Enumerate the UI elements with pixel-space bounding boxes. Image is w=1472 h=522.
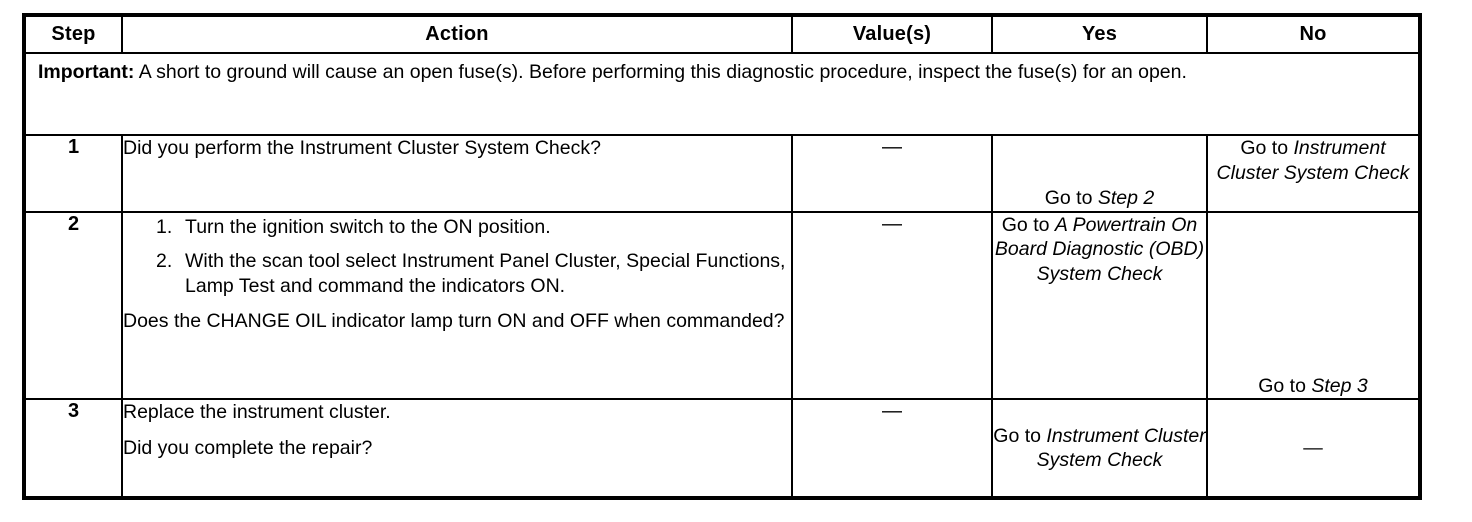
list-item: 2. With the scan tool select Instrument P… (123, 249, 791, 299)
table-row: 1 Did you perform the Instrument Cluster… (23, 134, 1421, 213)
yes-branch-cell: Go to A Powertrain On Board Diagnostic (… (991, 210, 1208, 401)
action-cell: 1. Turn the ignition switch to the ON pos… (121, 210, 793, 401)
goto-target: A Powertrain On Board Diagnostic (OBD) S… (994, 213, 1205, 285)
step-number: 2 (23, 210, 123, 401)
yes-branch-text: Go to Instrument Cluster System Check (993, 424, 1206, 473)
list-item-number: 1. (156, 215, 173, 238)
no-branch-cell: — (1206, 398, 1421, 499)
value-cell: — (791, 134, 993, 213)
important-note-cell: Important: A short to ground will cause … (23, 52, 1421, 136)
action-cell: Replace the instrument cluster. Did you … (121, 398, 793, 499)
goto-target: Instrument Cluster System Check (1036, 424, 1206, 472)
goto-prefix: Go to (1001, 213, 1055, 236)
table-header-row: Step Action Value(s) Yes No (23, 14, 1421, 54)
list-item-text: Turn the ignition switch to the ON posit… (185, 215, 551, 238)
table-row: 3 Replace the instrument cluster. Did yo… (23, 398, 1421, 499)
no-branch-cell: Go to Step 3 (1206, 210, 1421, 401)
value-dash: — (882, 136, 902, 158)
column-header-yes: Yes (991, 14, 1208, 54)
goto-prefix: Go to (1258, 374, 1312, 397)
action-cell: Did you perform the Instrument Cluster S… (121, 134, 793, 213)
value-dash: — (882, 212, 902, 235)
column-header-action: Action (121, 14, 793, 54)
no-branch-text: — (1303, 436, 1323, 459)
value-dash: — (882, 400, 902, 423)
important-note-row: Important: A short to ground will cause … (23, 52, 1421, 136)
step-number: 1 (23, 134, 123, 213)
value-cell: — (791, 210, 993, 401)
list-item-number: 2. (156, 249, 173, 272)
goto-prefix: Go to (993, 424, 1047, 447)
goto-prefix: Go to (1044, 187, 1098, 210)
value-cell: — (791, 398, 993, 499)
yes-branch-text: Go to A Powertrain On Board Diagnostic (… (993, 213, 1206, 287)
goto-target: Step 3 (1311, 374, 1368, 397)
goto-prefix: Go to (1240, 137, 1294, 159)
no-branch-cell: Go to Instrument Cluster System Check (1206, 134, 1421, 213)
column-header-step: Step (23, 14, 123, 54)
column-header-values: Value(s) (791, 14, 993, 54)
yes-branch-text: Go to Step 2 (993, 186, 1206, 211)
goto-target: Step 2 (1097, 187, 1155, 210)
goto-target: Instrument Cluster System Check (1216, 137, 1410, 184)
no-branch-text: Go to Instrument Cluster System Check (1208, 136, 1418, 185)
action-question-text: Does the CHANGE OIL indicator lamp turn … (123, 309, 785, 332)
list-item: 1. Turn the ignition switch to the ON pos… (123, 215, 791, 240)
table-row: 2 1. Turn the ignition switch to the ON p… (23, 210, 1421, 401)
important-note-text: A short to ground will cause an open fus… (134, 61, 1187, 83)
no-branch-text: Go to Step 3 (1208, 374, 1418, 399)
yes-branch-cell: Go to Step 2 (991, 134, 1208, 213)
diagnostic-procedure-table: Step Action Value(s) Yes No Important: A… (22, 13, 1422, 500)
diagnostic-table-sheet: Step Action Value(s) Yes No Important: A… (22, 13, 1422, 500)
action-question-text: Did you complete the repair? (123, 436, 373, 459)
column-header-no: No (1206, 14, 1421, 54)
important-note-label: Important: (38, 61, 135, 83)
list-item-text: With the scan tool select Instrument Pan… (185, 249, 786, 297)
yes-branch-cell: Go to Instrument Cluster System Check (991, 398, 1208, 499)
action-step-list: 1. Turn the ignition switch to the ON pos… (123, 215, 791, 299)
step-number: 3 (23, 398, 123, 499)
action-intro-text: Replace the instrument cluster. (123, 401, 391, 424)
action-intro-text: Did you perform the Instrument Cluster S… (123, 137, 601, 159)
